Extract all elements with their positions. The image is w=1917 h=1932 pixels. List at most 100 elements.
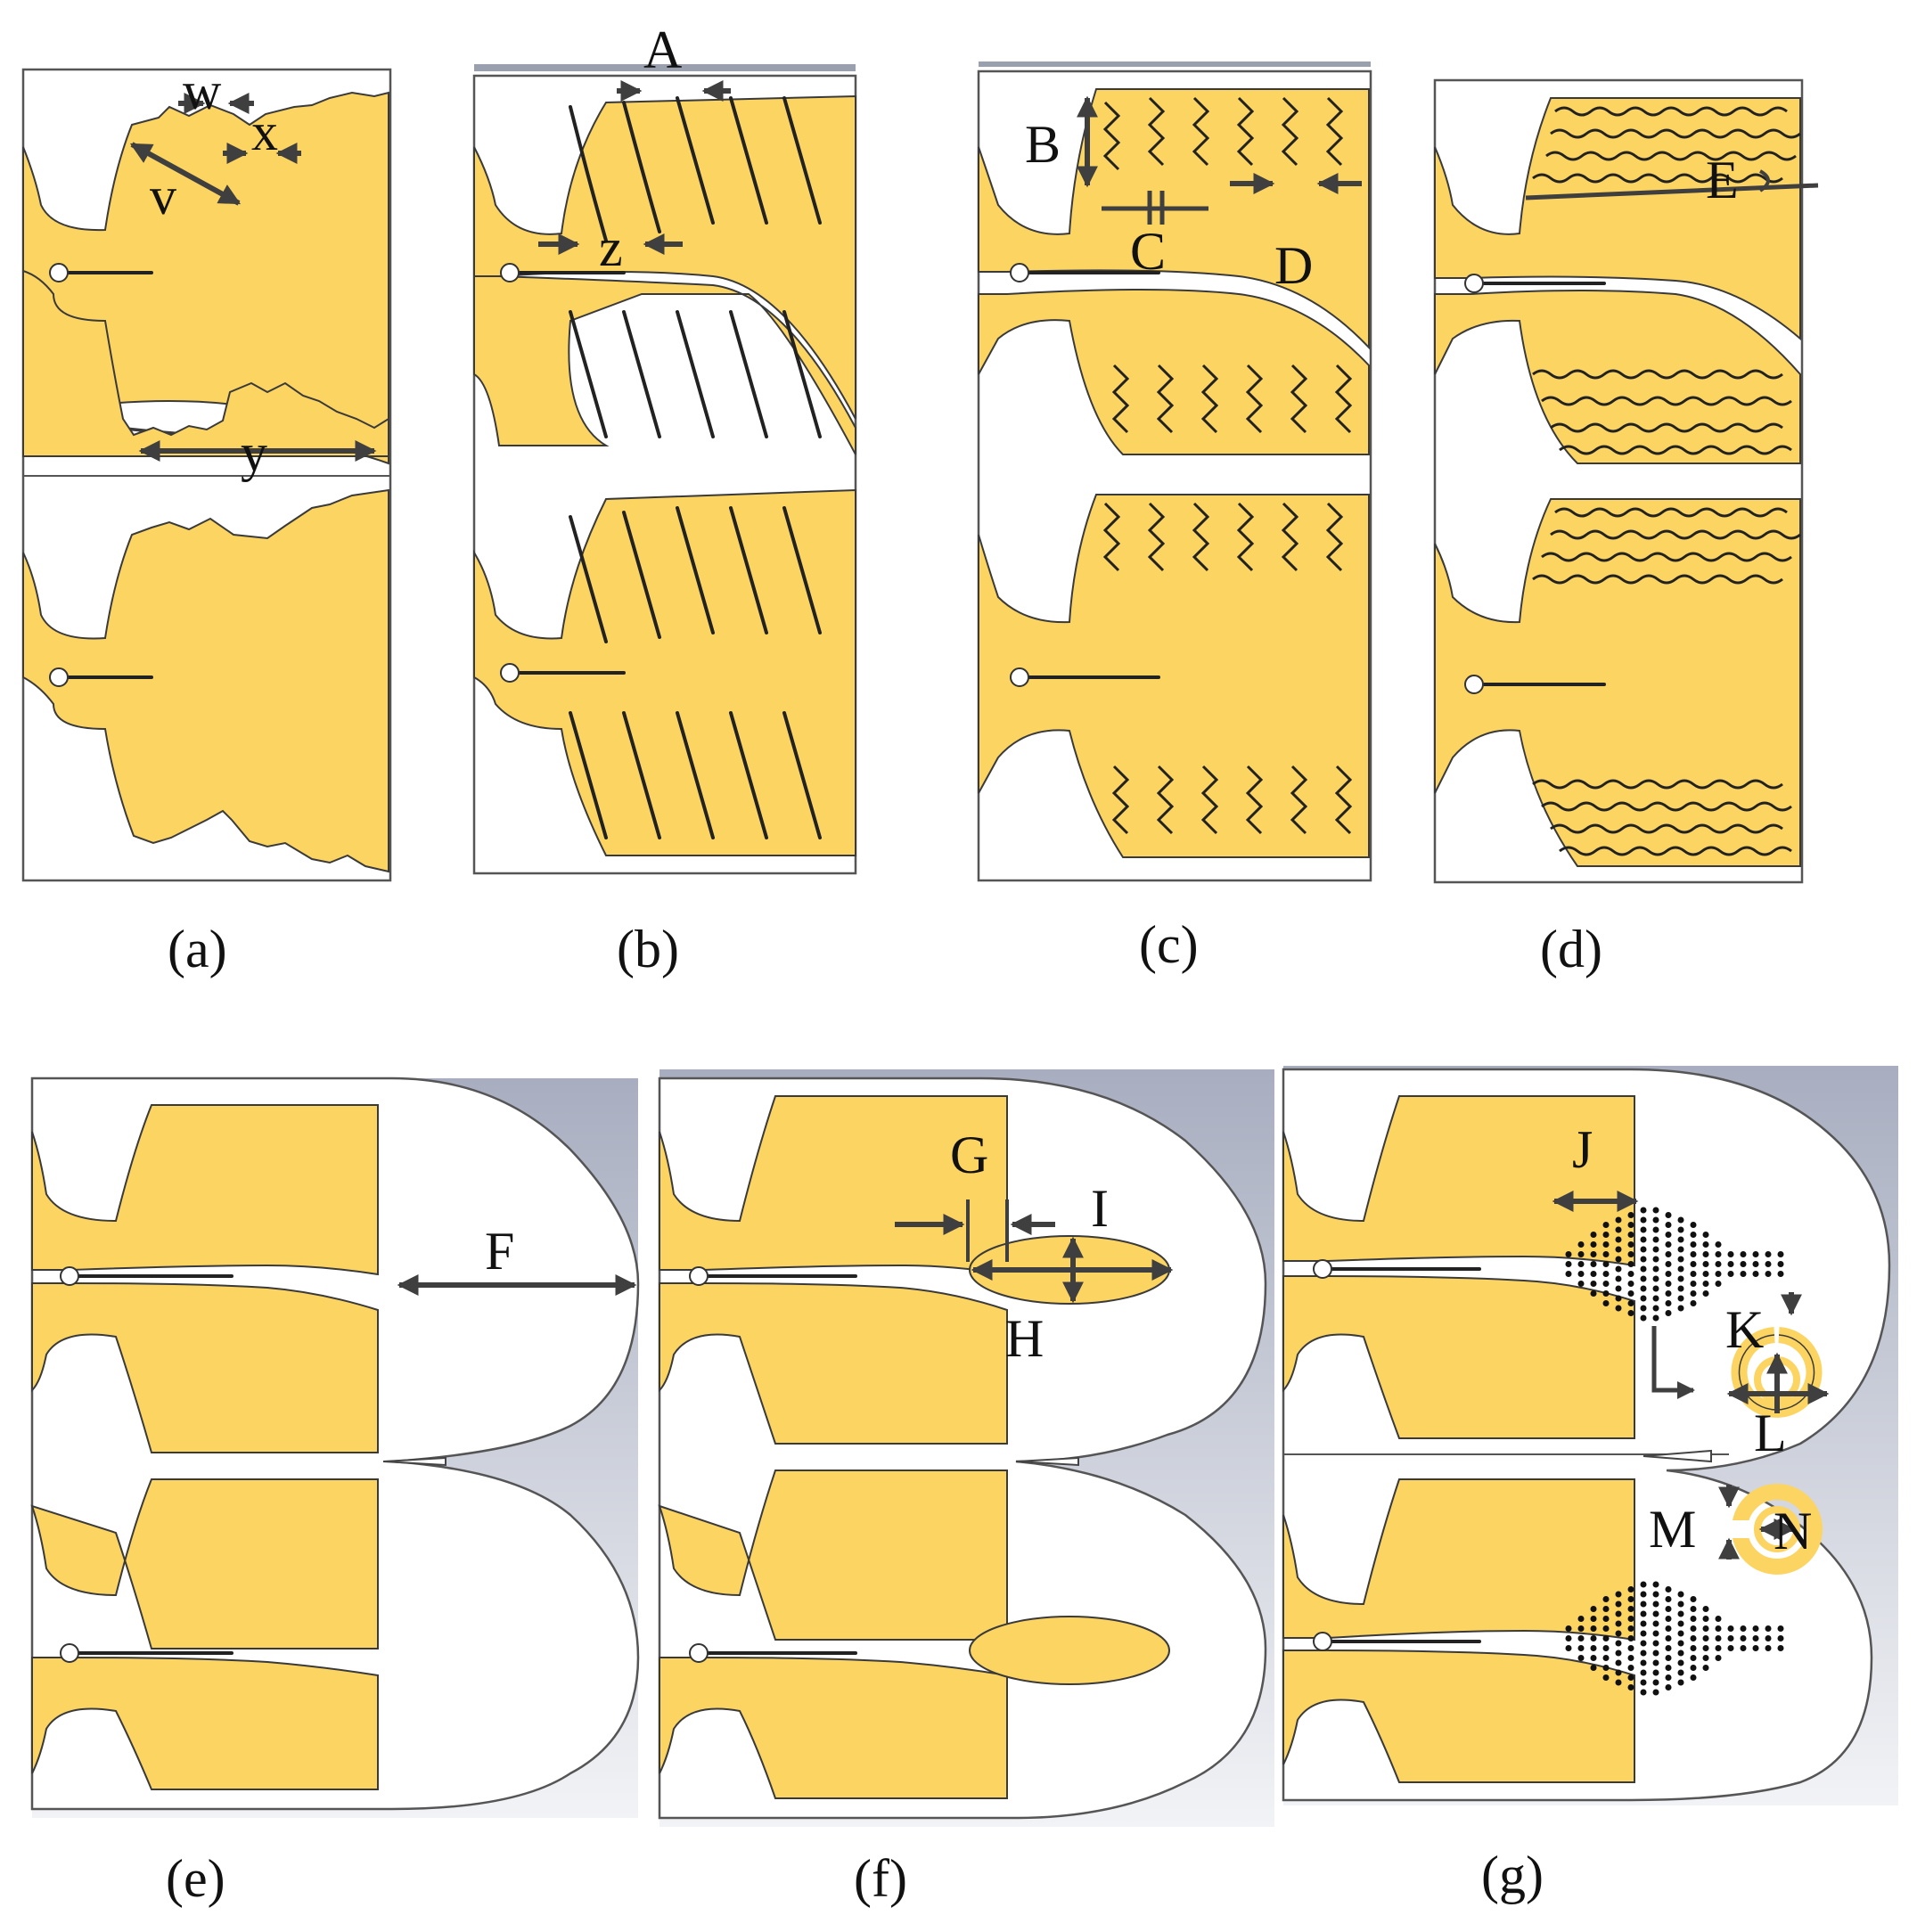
via-dot (1690, 1241, 1697, 1248)
via-dot (1690, 1232, 1697, 1238)
via-dot (1702, 1645, 1709, 1651)
via-dot (1777, 1251, 1784, 1257)
via-dot (1640, 1610, 1647, 1617)
antenna-element-b1 (473, 94, 856, 420)
via-dot (1715, 1655, 1722, 1661)
via-dot (1577, 1241, 1585, 1248)
via-dot (1665, 1232, 1672, 1238)
via-dot (1640, 1236, 1647, 1243)
via-dot (1615, 1640, 1622, 1647)
via-dot (1765, 1251, 1772, 1257)
via-dot (1752, 1635, 1759, 1641)
via-dot (1615, 1305, 1622, 1312)
via-dot (1615, 1659, 1622, 1666)
caption-b: (b) (617, 920, 679, 978)
dim-label-y: y (241, 423, 267, 482)
via-dot (1652, 1305, 1659, 1312)
via-dot (1627, 1241, 1634, 1248)
via-dot (1577, 1625, 1585, 1632)
via-dot (1615, 1650, 1622, 1657)
via-dot (1627, 1281, 1634, 1287)
via-dot (1652, 1216, 1659, 1224)
via-dot (1777, 1645, 1784, 1651)
via-dot (1677, 1216, 1684, 1224)
via-dot (1715, 1271, 1722, 1277)
via-dot (1740, 1645, 1747, 1651)
panel-d: E (1433, 78, 1819, 884)
via-dot (1752, 1271, 1759, 1277)
via-dot (1677, 1640, 1684, 1647)
via-dot (1602, 1645, 1610, 1651)
dim-label-M: M (1649, 1500, 1696, 1559)
via-dot (1677, 1630, 1684, 1637)
via-dot (1690, 1222, 1697, 1228)
via-dot (1652, 1659, 1659, 1666)
via-dot (1590, 1261, 1597, 1267)
via-dot (1677, 1226, 1684, 1233)
via-dot (1677, 1275, 1684, 1282)
via-dot (1640, 1207, 1647, 1214)
via-dot (1690, 1290, 1697, 1297)
via-dot (1715, 1261, 1722, 1267)
dim-label-E: E (1706, 151, 1739, 209)
panel-b: A z (472, 20, 857, 875)
via-dot (1627, 1635, 1634, 1641)
antenna-element-e1 (31, 1104, 379, 1276)
panel-g: J K L M N (1282, 1066, 1898, 1805)
via-dot (1602, 1625, 1610, 1632)
via-dot (1740, 1271, 1747, 1277)
via-dot (1715, 1616, 1722, 1622)
via-dot (1677, 1620, 1684, 1627)
via-dot (1702, 1271, 1709, 1277)
via-dot (1740, 1635, 1747, 1641)
via-dot (1615, 1610, 1622, 1617)
via-dot (1702, 1616, 1709, 1622)
via-dot (1640, 1295, 1647, 1302)
via-dot (1640, 1620, 1647, 1627)
via-dot (1615, 1669, 1622, 1676)
via-dot (1702, 1261, 1709, 1267)
split-ring-resonator-g2 (1729, 1484, 1823, 1575)
via-dot (1652, 1591, 1659, 1598)
via-dot (1752, 1625, 1759, 1632)
via-dot (1590, 1290, 1597, 1297)
antenna-element-e4 (31, 1657, 379, 1790)
via-dot (1702, 1606, 1709, 1612)
via-dot (1702, 1635, 1709, 1641)
via-dot (1715, 1635, 1722, 1641)
via-dot (1652, 1207, 1659, 1214)
via-dot (1602, 1665, 1610, 1671)
via-dot (1765, 1625, 1772, 1632)
slots-b (569, 96, 822, 839)
via-dot (1765, 1645, 1772, 1651)
dim-label-v: v (150, 167, 176, 225)
antenna-element-c2 (978, 289, 1370, 455)
via-dot (1640, 1600, 1647, 1608)
via-dot (1652, 1226, 1659, 1233)
via-dot (1677, 1265, 1684, 1273)
via-dot (1702, 1625, 1709, 1632)
via-dot (1665, 1251, 1672, 1257)
antenna-element-d3 (1434, 498, 1801, 867)
via-dot (1727, 1635, 1734, 1641)
antenna-element-b2 (473, 275, 856, 455)
via-dot (1602, 1281, 1610, 1287)
via-dot (1565, 1635, 1572, 1641)
antenna-element-f4 (659, 1657, 1008, 1799)
via-dot (1652, 1295, 1659, 1302)
via-dot (1677, 1679, 1684, 1686)
antenna-element-b3 (473, 488, 856, 856)
via-dot (1715, 1241, 1722, 1248)
via-dot (1590, 1645, 1597, 1651)
via-dot (1677, 1591, 1684, 1598)
via-dot (1665, 1645, 1672, 1651)
via-dot (1627, 1586, 1634, 1592)
antenna-element-g1 (1282, 1095, 1635, 1267)
via-dot (1590, 1616, 1597, 1622)
dim-label-w: w (183, 61, 222, 120)
via-dot (1640, 1679, 1647, 1686)
meander-slots-c (1102, 96, 1353, 835)
via-dot (1652, 1265, 1659, 1273)
dim-label-x: x (251, 102, 278, 161)
via-dot (1590, 1232, 1597, 1238)
